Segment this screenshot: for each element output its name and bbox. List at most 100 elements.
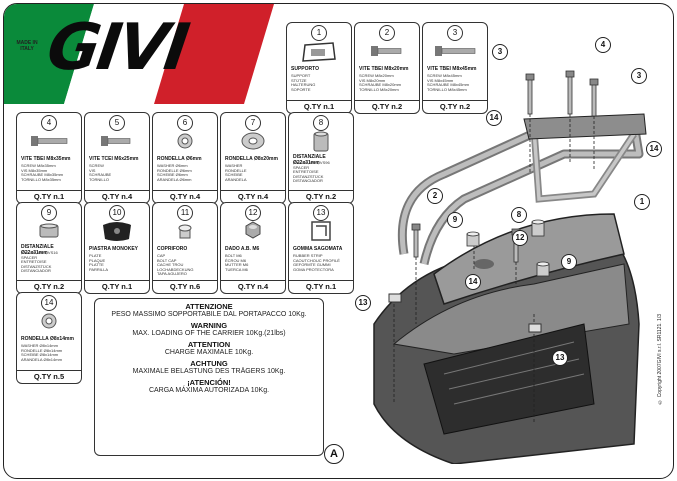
part-description: WASHER Ø8x14mm RONDELLE Ø8x14mm SCHEIBE …	[21, 343, 63, 362]
part-number: 7	[245, 115, 261, 131]
part-title: VITE TBEI M8x45mm	[427, 66, 477, 72]
part-description: RUBBER STRIP CAOUTCHOUC PROFILÉ GEFORMTE…	[293, 253, 340, 272]
copyright-notice: © Copyright 2007GIVI s.r.l. SR1121. 1/3	[657, 314, 663, 405]
washer-icon	[241, 132, 265, 150]
warning-text-fr: CHARGE MAXIMALE 10Kg.	[164, 349, 254, 356]
part-card-9: 9 DISTANZIALE Ø22x31mm Foro Ø8,5mm, VS16…	[16, 202, 82, 294]
load-warning-box: ATTENZIONE PESO MASSIMO SOPPORTABILE DAL…	[94, 298, 324, 456]
part-description: WASHER RONDELLE SCHEIBE ARANDELA	[225, 163, 247, 182]
part-quantity: Q.TY n.2	[289, 190, 353, 203]
callout-14: 14	[646, 141, 662, 157]
part-quantity: Q.TY n.1	[289, 280, 353, 293]
washer-icon	[177, 133, 193, 149]
part-description: SCREW M8x35mm VIS M8x35mm SCHRAUBE M8x35…	[21, 163, 64, 182]
part-number: 10	[109, 205, 125, 221]
callout-8: 8	[511, 207, 527, 223]
warning-text-it: PESO MASSIMO SOPPORTABILE DAL PORTAPACCO…	[111, 311, 307, 318]
part-description: CAP BOLT CAP CACHE TROU LOCHABDECKUNG TA…	[157, 253, 194, 277]
part-quantity: Q.TY n.5	[17, 370, 81, 383]
part-title: DISTANZIALE Ø22x31mm	[293, 154, 326, 166]
part-card-3: 3 VITE TBEI M8x45mm SCREW M8x45mm VIS M8…	[422, 22, 488, 114]
callout-3: 3	[492, 44, 508, 60]
part-card-11: 11 COPRIFORO CAP BOLT CAP CACHE TROU LOC…	[152, 202, 218, 294]
part-title: VITE TBEI M8x20mm	[359, 66, 409, 72]
part-description: BOLT M6 ÉCROU M6 MUTTER M6 TUERCA M6	[225, 253, 249, 272]
part-title: SUPPORTO	[291, 66, 319, 72]
part-card-8: 8 DISTANZIALE Ø22x31mm Foro Ø8,5mm, VS96…	[288, 112, 354, 204]
warning-heading-it: ATTENZIONE	[185, 302, 233, 311]
warning-heading-de: ACHTUNG	[190, 359, 228, 368]
part-card-4: 4 VITE TBEI M8x35mm SCREW M8x35mm VIS M8…	[16, 112, 82, 204]
spacer-icon	[39, 223, 59, 238]
callout-3: 3	[631, 68, 647, 84]
part-number: 5	[109, 115, 125, 131]
part-number: 9	[41, 205, 57, 221]
screw-icon	[435, 46, 476, 56]
callout-2: 2	[427, 188, 443, 204]
part-quantity: Q.TY n.6	[153, 280, 217, 293]
nut-icon	[245, 221, 261, 239]
part-number: 13	[313, 205, 329, 221]
part-quantity: Q.TY n.4	[221, 190, 285, 203]
warning-heading-fr: ATTENTION	[187, 340, 231, 349]
part-title: GOMMA SAGOMATA	[293, 246, 343, 252]
part-card-1: 1 SUPPORTO SUPPORT STÜTZE HALTERUNG SOPO…	[286, 22, 352, 114]
screw-icon	[31, 136, 68, 146]
part-card-7: 7 RONDELLA Ø8x20mm WASHER RONDELLE SCHEI…	[220, 112, 286, 204]
rubber-strip-icon	[311, 221, 331, 241]
part-description: SCREW M8x45mm VIS M8x45mm SCHRAUBE M8x45…	[427, 73, 470, 92]
part-description: SUPPORT STÜTZE HALTERUNG SOPORTE	[291, 73, 316, 92]
part-title: RONDELLA Ø8x20mm	[225, 156, 278, 162]
part-quantity: Q.TY n.4	[221, 280, 285, 293]
part-number: 6	[177, 115, 193, 131]
warning-heading-es: ¡ATENCIÓN!	[187, 378, 231, 387]
part-title: RONDELLA Ø6mm	[157, 156, 202, 162]
part-title: COPRIFORO	[157, 246, 188, 252]
part-number: 3	[447, 25, 463, 41]
part-number: 14	[41, 295, 57, 311]
callout-14: 14	[486, 110, 502, 126]
instruction-sheet: MADE IN ITALY GIVI 1 SUPPORTO SUPPORT ST…	[3, 3, 674, 479]
washer-icon	[41, 313, 57, 329]
cap-icon	[178, 224, 192, 239]
part-description: SCREW M8x20mm VIS M8x20mm SCHRAUBE M8x20…	[359, 73, 402, 92]
view-label: A	[324, 444, 344, 464]
part-title: PIASTRA MONOKEY	[89, 246, 138, 252]
part-quantity: Q.TY n.1	[287, 100, 351, 113]
warning-heading-en: WARNING	[190, 321, 228, 330]
part-title: VITE TCEI M6x25mm	[89, 156, 139, 162]
part-description: WASHER Ø6mm RONDELLE Ø6mm SCHEIBE Ø6mm A…	[157, 163, 192, 182]
part-card-12: 12 DADO A.B. M6 BOLT M6 ÉCROU M6 MUTTER …	[220, 202, 286, 294]
monokey-plate-icon	[103, 222, 131, 241]
givi-logo: GIVI	[42, 11, 191, 85]
part-title: RONDELLA Ø8x14mm	[21, 336, 74, 342]
part-quantity: Q.TY n.2	[355, 100, 419, 113]
part-number: 8	[313, 115, 329, 131]
part-card-6: 6 RONDELLA Ø6mm WASHER Ø6mm RONDELLE Ø6m…	[152, 112, 218, 204]
part-quantity: Q.TY n.1	[85, 280, 149, 293]
part-description: SCREW VIS SCHRAUBE TORNILLO	[89, 163, 112, 182]
spacer-icon	[313, 131, 329, 152]
screw-icon	[101, 136, 131, 146]
screw-icon	[371, 46, 402, 56]
callout-9: 9	[447, 212, 463, 228]
part-quantity: Q.TY n.2	[423, 100, 487, 113]
part-quantity: Q.TY n.4	[153, 190, 217, 203]
part-description: Foro Ø8,5mm, VS96 SPACER ENTRETOISE DIST…	[293, 160, 330, 184]
part-number: 11	[177, 205, 193, 221]
callout-9: 9	[561, 254, 577, 270]
callout-1: 1	[634, 194, 650, 210]
callout-13: 13	[355, 295, 371, 311]
warning-text-en: MAX. LOADING OF THE CARRIER 10Kg.(21lbs)	[132, 330, 286, 337]
italian-flag-background	[4, 4, 274, 104]
callout-12: 12	[512, 230, 528, 246]
part-title: DADO A.B. M6	[225, 246, 260, 252]
part-quantity: Q.TY n.4	[85, 190, 149, 203]
part-card-5: 5 VITE TCEI M6x25mm SCREW VIS SCHRAUBE T…	[84, 112, 150, 204]
rack-support-icon	[302, 42, 336, 62]
part-quantity: Q.TY n.2	[17, 280, 81, 293]
callout-14: 14	[465, 274, 481, 290]
warning-text-de: MAXIMALE BELASTUNG DES TRÄGERS 10Kg.	[132, 368, 286, 375]
part-description: Foro Ø8,5mm, VS16 SPACER ENTRETOISE DIST…	[21, 250, 58, 274]
part-title: VITE TBEI M8x35mm	[21, 156, 71, 162]
